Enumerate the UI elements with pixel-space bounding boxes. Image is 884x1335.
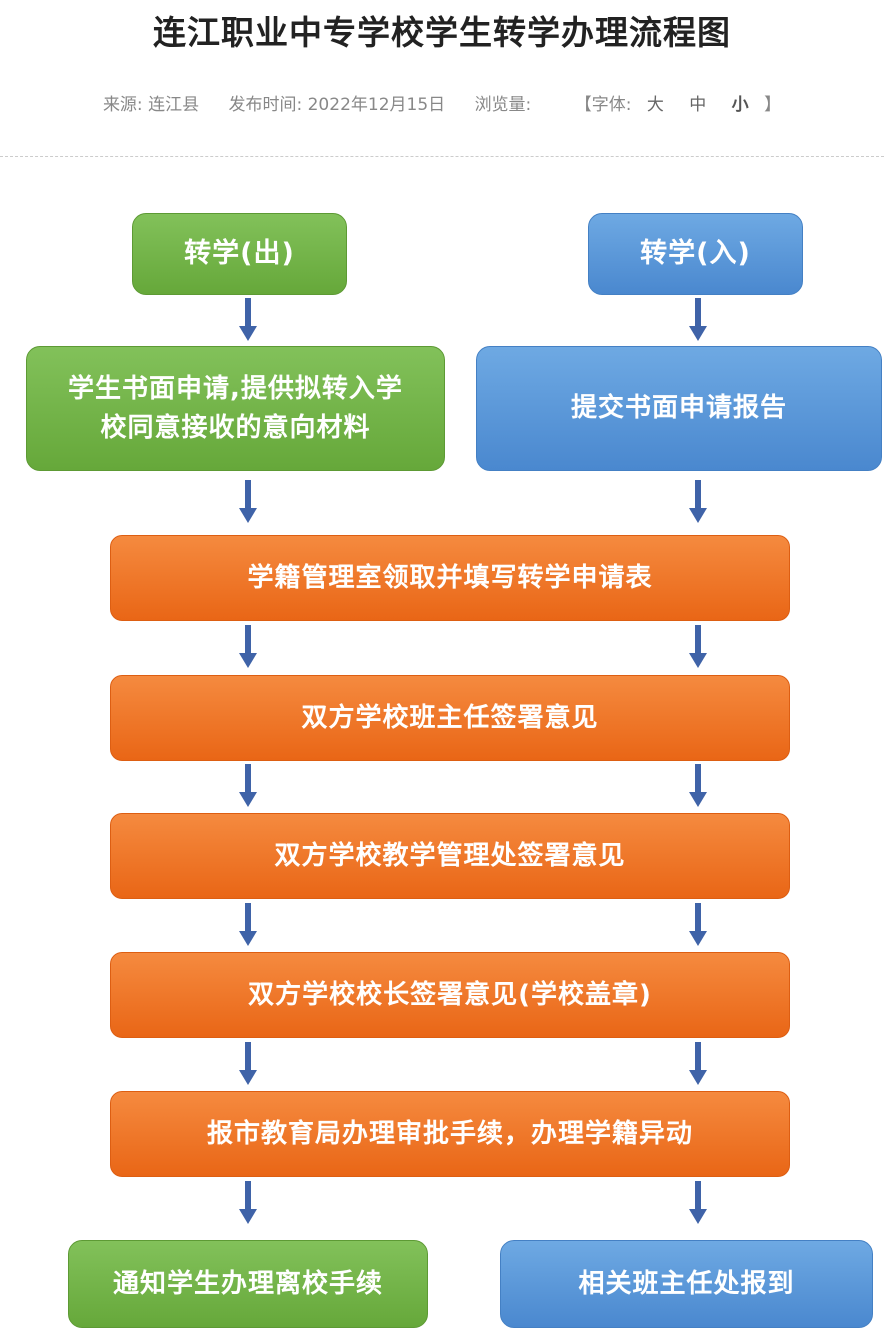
font-size-large-link[interactable]: 大 (646, 95, 664, 115)
arrow-down-icon (238, 764, 258, 808)
page-title: 连江职业中专学校学生转学办理流程图 (153, 13, 731, 52)
arrow-down-icon (238, 298, 258, 342)
step-fill-application-form: 学籍管理室领取并填写转学申请表 (110, 535, 790, 621)
arrow-down-icon (688, 1181, 708, 1225)
arrow-down-icon (688, 764, 708, 808)
arrow-down-icon (688, 625, 708, 669)
font-size-open: 【字体: (574, 95, 632, 115)
font-size-medium-link[interactable]: 中 (689, 95, 707, 115)
font-size-close: 】 (764, 95, 782, 115)
transfer-out-end: 通知学生办理离校手续 (68, 1240, 428, 1328)
transfer-in-end: 相关班主任处报到 (500, 1240, 873, 1328)
transfer-in-start: 转学(入) (588, 213, 803, 295)
arrow-down-icon (688, 1042, 708, 1086)
views-label: 浏览量: (474, 95, 532, 115)
arrow-down-icon (688, 903, 708, 947)
transfer-in-application: 提交书面申请报告 (476, 346, 882, 471)
source-label: 来源: 连江县 (102, 95, 200, 115)
transfer-out-start: 转学(出) (132, 213, 347, 295)
publish-date: 发布时间: 2022年12月15日 (228, 95, 446, 115)
arrow-down-icon (238, 1042, 258, 1086)
header-divider (0, 156, 884, 157)
arrow-down-icon (238, 480, 258, 524)
step-education-bureau-approval: 报市教育局办理审批手续，办理学籍异动 (110, 1091, 790, 1177)
arrow-down-icon (238, 1181, 258, 1225)
step-academic-office-sign: 双方学校教学管理处签署意见 (110, 813, 790, 899)
arrow-down-icon (238, 625, 258, 669)
arrow-down-icon (238, 903, 258, 947)
arrow-down-icon (688, 298, 708, 342)
font-size-small-link[interactable]: 小 (731, 95, 749, 115)
step-class-teacher-sign: 双方学校班主任签署意见 (110, 675, 790, 761)
arrow-down-icon (688, 480, 708, 524)
article-meta: 来源: 连江县 发布时间: 2022年12月15日 浏览量: 【字体: 大 中 … (0, 90, 884, 115)
transfer-out-application: 学生书面申请,提供拟转入学校同意接收的意向材料 (26, 346, 445, 471)
step-principal-sign: 双方学校校长签署意见(学校盖章) (110, 952, 790, 1038)
